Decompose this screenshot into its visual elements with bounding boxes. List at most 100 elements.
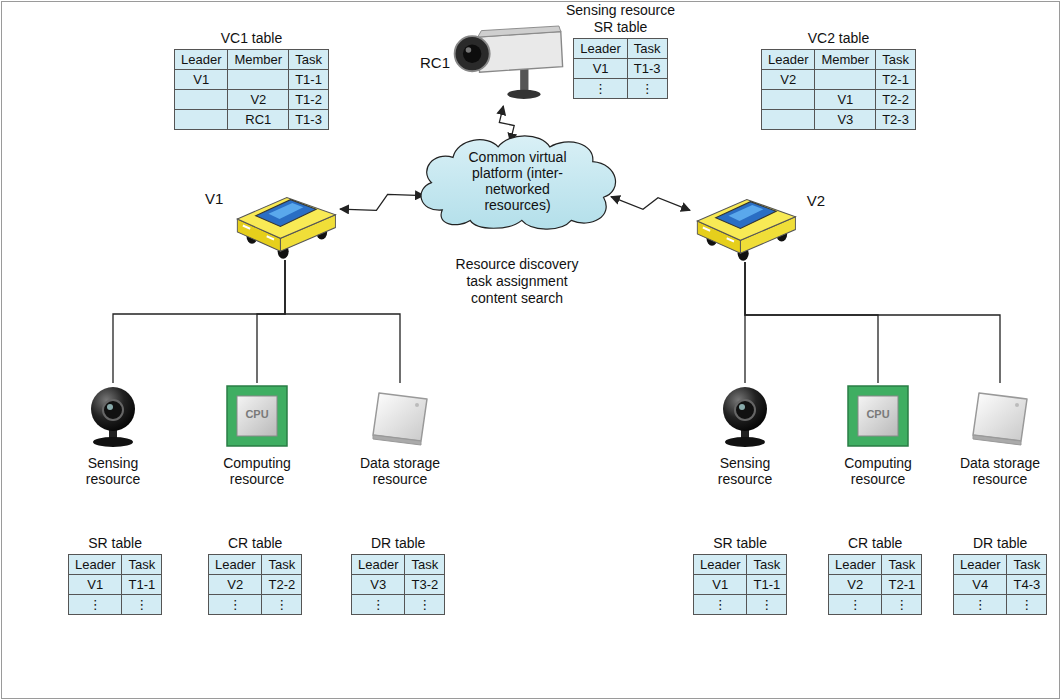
- table-cell: Leader: [175, 50, 228, 70]
- connector: [285, 260, 400, 383]
- table-cell: Leader: [694, 555, 747, 575]
- table-heading: CR table: [828, 535, 922, 552]
- table-grid: LeaderTaskV4T4-3⋮⋮: [953, 554, 1047, 615]
- table-cell: T1-3: [289, 110, 329, 130]
- car-illustration: [230, 176, 340, 262]
- table-cell: ⋮: [954, 595, 1007, 615]
- table-heading: VC2 table: [761, 30, 916, 47]
- connector: [611, 197, 690, 211]
- table-cell: [762, 90, 815, 110]
- table-cell: ⋮: [262, 595, 302, 615]
- camera-holder: [450, 18, 570, 106]
- vehicle-label: V2: [807, 192, 825, 209]
- table-cell: V1: [694, 575, 747, 595]
- resource-icon: Sensing resource: [695, 383, 795, 487]
- table-cell: V2: [829, 575, 882, 595]
- table-cell: T1-2: [289, 90, 329, 110]
- chip-label: CPU: [237, 408, 277, 420]
- connector: [257, 260, 285, 383]
- connector: [745, 262, 878, 383]
- resource-icon: CPU Computing resource: [828, 383, 928, 487]
- resource-table: SR tableLeaderTaskV1T1-1⋮⋮: [68, 535, 162, 615]
- icon-holder: CPU: [843, 383, 913, 449]
- table-cell: RC1: [228, 110, 289, 130]
- table-cell: Task: [289, 50, 329, 70]
- connector: [499, 106, 514, 142]
- table-cell: T2-3: [876, 110, 916, 130]
- resource-table: CR tableLeaderTaskV2T2-2⋮⋮: [208, 535, 302, 615]
- resource-table: DR tableLeaderTaskV3T3-2⋮⋮: [351, 535, 445, 615]
- table-cell: Leader: [69, 555, 122, 575]
- table-grid: LeaderTaskV1T1-1⋮⋮: [68, 554, 162, 615]
- table-cell: T2-1: [876, 70, 916, 90]
- table-grid: LeaderMemberTaskV1T1-1V2T1-2RC1T1-3: [174, 49, 329, 130]
- table-cell: ⋮: [352, 595, 405, 615]
- resource-label: Data storage resource: [350, 455, 450, 487]
- table-cell: Task: [628, 39, 668, 59]
- resource-label: Sensing resource: [695, 455, 795, 487]
- icon-holder: [365, 383, 435, 449]
- resource-label: Sensing resource: [63, 455, 163, 487]
- table-cell: ⋮: [628, 79, 668, 99]
- table-cell: ⋮: [405, 595, 445, 615]
- car-illustration: [690, 178, 800, 264]
- table-cell: Task: [122, 555, 162, 575]
- table-cell: Task: [882, 555, 922, 575]
- resource-label: Computing resource: [207, 455, 307, 487]
- table-cell: T2-2: [876, 90, 916, 110]
- resource-icon: CPU Computing resource: [207, 383, 307, 487]
- resource-table: SR tableLeaderTaskV1T1-1⋮⋮: [693, 535, 787, 615]
- table-cell: ⋮: [747, 595, 787, 615]
- vehicle-label: V1: [205, 190, 223, 207]
- connector: [340, 194, 424, 210]
- table-cell: Leader: [829, 555, 882, 575]
- table-cell: V3: [352, 575, 405, 595]
- table-cell: ⋮: [694, 595, 747, 615]
- table-cell: Task: [1007, 555, 1047, 575]
- table-cell: T3-2: [405, 575, 445, 595]
- camera-label: RC1: [420, 54, 450, 71]
- table-grid: LeaderTaskV1T1-3⋮⋮: [573, 38, 667, 99]
- cloud-text-box: Common virtual platform (inter-networked…: [410, 128, 625, 233]
- car-holder: [230, 176, 340, 262]
- table-grid: LeaderMemberTaskV2T2-1V1T2-2V3T2-3: [761, 49, 916, 130]
- hard-drive-icon: [965, 383, 1035, 449]
- table-heading: CR table: [208, 535, 302, 552]
- table-cell: ⋮: [209, 595, 262, 615]
- webcam-icon: [710, 383, 780, 449]
- table-cell: Member: [228, 50, 289, 70]
- table-heading: DR table: [953, 535, 1047, 552]
- table-grid: LeaderTaskV2T2-1⋮⋮: [828, 554, 922, 615]
- table-heading: SR table: [566, 19, 675, 36]
- table-cell: Leader: [352, 555, 405, 575]
- table-cell: V3: [815, 110, 876, 130]
- table-cell: V1: [574, 59, 627, 79]
- hard-drive-icon: [365, 383, 435, 449]
- table-cell: T2-2: [262, 575, 302, 595]
- table-grid: LeaderTaskV2T2-2⋮⋮: [208, 554, 302, 615]
- table-cell: Leader: [574, 39, 627, 59]
- table-cell: ⋮: [69, 595, 122, 615]
- table-cell: ⋮: [1007, 595, 1047, 615]
- chip-label: CPU: [858, 408, 898, 420]
- table-cell: V1: [69, 575, 122, 595]
- table-cell: T4-3: [1007, 575, 1047, 595]
- table-cell: Member: [815, 50, 876, 70]
- free-label: Resource discovery task assignment conte…: [447, 256, 587, 307]
- table-cell: T1-1: [122, 575, 162, 595]
- icon-holder: [965, 383, 1035, 449]
- resource-label: Computing resource: [828, 455, 928, 487]
- table-heading: SR table: [68, 535, 162, 552]
- table-cell: T1-3: [628, 59, 668, 79]
- table-cell: T1-1: [289, 70, 329, 90]
- table-heading: VC1 table: [174, 30, 329, 47]
- table-grid: LeaderTaskV3T3-2⋮⋮: [351, 554, 445, 615]
- table-cell: Leader: [762, 50, 815, 70]
- table-cell: V1: [175, 70, 228, 90]
- table-cell: Leader: [954, 555, 1007, 575]
- webcam-icon: [78, 383, 148, 449]
- icon-holder: [78, 383, 148, 449]
- resource-table: Sensing resourceSR tableLeaderTaskV1T1-3…: [566, 2, 675, 99]
